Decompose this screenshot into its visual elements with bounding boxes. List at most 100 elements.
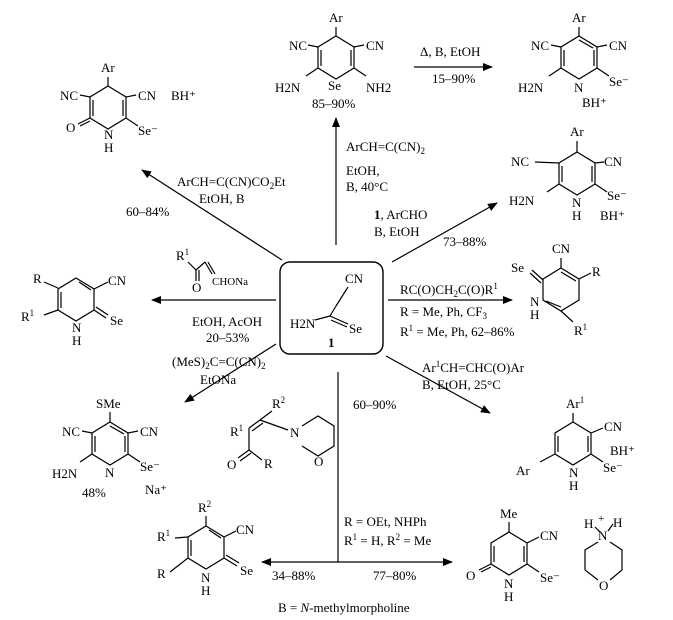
- svg-text:NC: NC: [62, 424, 80, 439]
- svg-text:CN: CN: [604, 419, 623, 434]
- svg-text:H: H: [201, 583, 210, 598]
- svg-text:Se: Se: [110, 313, 123, 328]
- svg-text:EtOH, B: EtOH, B: [199, 191, 245, 206]
- svg-text:H: H: [104, 140, 113, 155]
- svg-text:20–53%: 20–53%: [206, 330, 250, 345]
- conditions-left: EtOH, AcOH 20–53%: [192, 314, 262, 345]
- bottom-reagent-enaminone: R2 R1 O R N O: [227, 395, 335, 472]
- center-box: [279, 261, 384, 355]
- svg-text:R1: R1: [176, 247, 189, 263]
- svg-text:Ar1CH=CHC(O)Ar: Ar1CH=CHC(O)Ar: [422, 359, 525, 375]
- morpholinium-cation: H + H N O: [584, 513, 623, 593]
- svg-text:N: N: [598, 528, 608, 543]
- svg-text:Ar: Ar: [570, 124, 584, 139]
- product-bottom-left-selone: R2 CN R1 R N H Se: [157, 499, 255, 598]
- svg-text:Δ, B, EtOH: Δ, B, EtOH: [420, 44, 480, 59]
- svg-text:BH⁺: BH⁺: [582, 95, 607, 110]
- conditions-upper-left: ArCH=C(CN)CO2Et EtOH, B 60–84%: [126, 174, 286, 219]
- svg-text:CN: CN: [236, 522, 255, 537]
- svg-text:N: N: [569, 465, 579, 480]
- svg-text:H: H: [572, 208, 581, 223]
- svg-text:ArCH=C(CN)CO2Et: ArCH=C(CN)CO2Et: [177, 174, 286, 191]
- svg-text:ArCH=C(CN)2: ArCH=C(CN)2: [346, 139, 425, 156]
- conditions-top: ArCH=C(CN)2 EtOH, B, 40°C: [346, 139, 425, 194]
- svg-text:60–90%: 60–90%: [353, 397, 397, 412]
- svg-text:CN: CN: [138, 88, 157, 103]
- product-top-right-pyridine: Ar NC CN N H2N Se⁻ BH⁺: [518, 10, 629, 110]
- svg-text:O: O: [66, 120, 75, 135]
- svg-text:CN: CN: [552, 241, 571, 256]
- svg-text:NC: NC: [289, 38, 307, 53]
- svg-text:H: H: [72, 333, 81, 348]
- svg-text:Se⁻: Se⁻: [607, 188, 627, 203]
- svg-text:R: R: [592, 264, 601, 279]
- svg-text:CN: CN: [604, 154, 623, 169]
- svg-text:EtONa: EtONa: [200, 372, 236, 387]
- svg-text:N: N: [290, 425, 300, 440]
- svg-text:Se⁻: Se⁻: [138, 123, 158, 138]
- svg-text:NH2: NH2: [366, 80, 391, 95]
- svg-text:H: H: [569, 478, 578, 493]
- svg-text:(MeS)2C=C(CN)2: (MeS)2C=C(CN)2: [172, 354, 266, 371]
- svg-text:B, EtOH, 25°C: B, EtOH, 25°C: [422, 377, 501, 392]
- product-upper-right-dihydro: Ar NC CN N H H2N Se⁻ BH⁺: [509, 124, 627, 223]
- svg-text:R1 = H, R2 = Me: R1 = H, R2 = Me: [344, 532, 431, 548]
- svg-text:NC: NC: [60, 88, 78, 103]
- svg-text:H: H: [584, 516, 593, 531]
- svg-text:Ar: Ar: [516, 463, 530, 478]
- center-h2n: H2N: [290, 316, 316, 331]
- svg-text:H2N: H2N: [275, 80, 301, 95]
- arrow-lower-right: [385, 355, 491, 414]
- svg-text:RC(O)CH2C(O)R1: RC(O)CH2C(O)R1: [400, 281, 498, 299]
- base-definition: B = N-methylmorpholine: [278, 600, 410, 615]
- compound-number: 1: [328, 335, 335, 350]
- arrows: [141, 63, 513, 566]
- svg-text:Se: Se: [240, 563, 253, 578]
- svg-text:BH⁺: BH⁺: [610, 443, 635, 458]
- conditions-lower-right: Ar1CH=CHC(O)Ar B, EtOH, 25°C 60–90%: [353, 359, 525, 412]
- svg-text:N: N: [201, 570, 211, 585]
- svg-text:O: O: [466, 568, 475, 583]
- conditions-top-right: Δ, B, EtOH 15–90%: [420, 44, 480, 86]
- svg-text:Se⁻: Se⁻: [603, 460, 623, 475]
- svg-text:CN: CN: [140, 424, 159, 439]
- svg-text:Ar: Ar: [572, 10, 586, 25]
- svg-text:B, 40°C: B, 40°C: [346, 179, 388, 194]
- center-se: Se: [349, 321, 362, 336]
- svg-text:H: H: [504, 589, 513, 604]
- svg-text:N: N: [572, 195, 582, 210]
- svg-text:15–90%: 15–90%: [432, 71, 476, 86]
- svg-text:R1: R1: [157, 528, 170, 544]
- center-compound: CN H2N Se 1: [279, 261, 384, 355]
- arrow-upper-right: [391, 202, 498, 263]
- svg-text:CN: CN: [609, 38, 628, 53]
- product-bottom-right-pyridone: Me CN O N H Se⁻: [466, 506, 560, 604]
- svg-text:+: +: [598, 513, 604, 525]
- svg-text:H2N: H2N: [52, 466, 78, 481]
- svg-text:N: N: [530, 294, 540, 309]
- svg-text:BH⁺: BH⁺: [171, 88, 196, 103]
- svg-text:O: O: [599, 578, 608, 593]
- svg-text:Ar: Ar: [101, 60, 115, 75]
- conditions-lower-left: (MeS)2C=C(CN)2 EtONa: [172, 354, 266, 387]
- conditions-bottom: R = OEt, NHPh R1 = H, R2 = Me 34–88% 77–…: [272, 514, 431, 583]
- svg-text:SMe: SMe: [96, 396, 121, 411]
- conditions-right: RC(O)CH2C(O)R1 R = Me, Ph, CF3 R1 = Me, …: [400, 281, 515, 339]
- svg-text:60–84%: 60–84%: [126, 204, 170, 219]
- arrow-upper-left: [141, 169, 283, 261]
- svg-text:R = Me, Ph, CF3: R = Me, Ph, CF3: [400, 304, 487, 321]
- svg-text:O: O: [314, 454, 323, 469]
- svg-text:NC: NC: [531, 38, 549, 53]
- svg-text:85–90%: 85–90%: [312, 96, 356, 111]
- svg-text:CHONa: CHONa: [212, 276, 248, 288]
- svg-text:N: N: [105, 465, 115, 480]
- svg-text:48%: 48%: [82, 485, 106, 500]
- arrow-lower-left: [184, 343, 277, 403]
- svg-text:R: R: [157, 566, 166, 581]
- svg-text:77–80%: 77–80%: [373, 568, 417, 583]
- left-reagent-ketoenolate: R1 O CHONa: [176, 247, 248, 295]
- svg-text:O: O: [192, 280, 201, 295]
- conditions-upper-right: 1, ArCHO B, EtOH 73–88%: [374, 207, 487, 249]
- product-top-dihydro: Ar NC CN Se H2N NH2 85–90%: [275, 10, 391, 111]
- svg-text:34–88%: 34–88%: [272, 568, 316, 583]
